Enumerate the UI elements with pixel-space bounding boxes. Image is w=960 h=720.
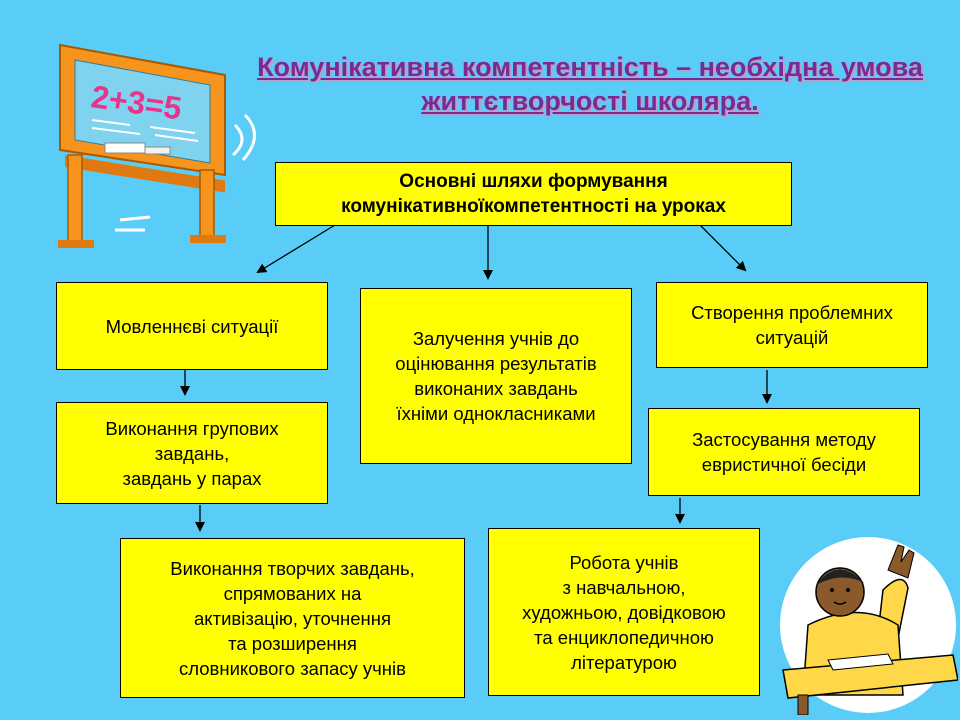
box-literature-work: Робота учнів з навчальною, художньою, до… (488, 528, 760, 696)
main-box: Основні шляхи формування комунікативноїк… (275, 162, 792, 226)
arrow-main-to-left (256, 224, 336, 274)
box-heuristic-conversation: Застосування методу евристичної бесіди (648, 408, 920, 496)
box-problem-situations: Створення проблемних ситуацій (656, 282, 928, 368)
arrow-main-to-right (699, 224, 747, 272)
box-peer-assessment: Залучення учнів до оцінювання результаті… (360, 288, 632, 464)
box-group-tasks: Виконання групових завдань, завдань у па… (56, 402, 328, 504)
student-illustration (780, 537, 958, 715)
box-creative-tasks: Виконання творчих завдань, спрямованих н… (120, 538, 465, 698)
box-speech-situations: Мовленнєві ситуації (56, 282, 328, 370)
page-title: Комунікативна компетентність – необхідна… (257, 52, 923, 116)
blackboard-illustration: 2+3=5 (58, 43, 256, 248)
